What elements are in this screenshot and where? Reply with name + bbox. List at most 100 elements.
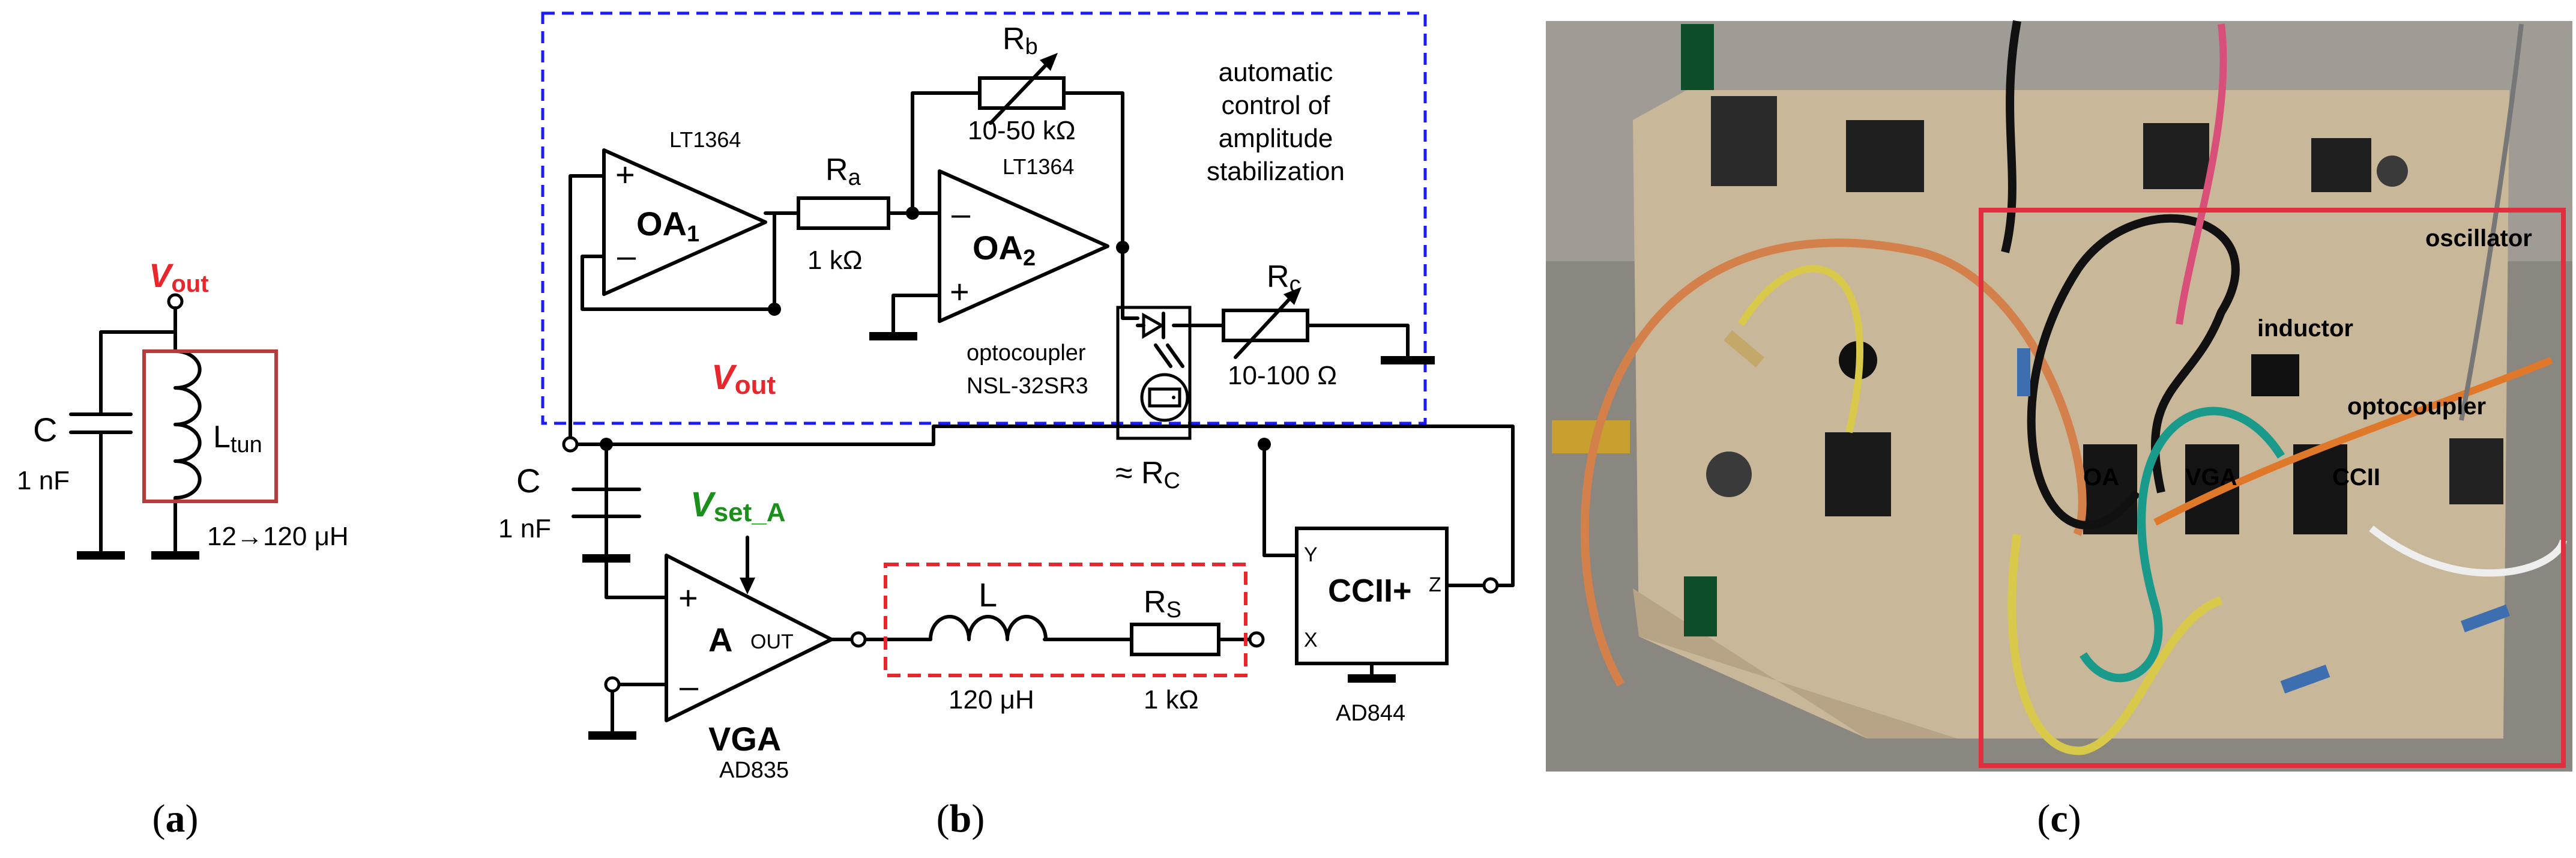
ccii-block <box>1295 527 1449 665</box>
panel-a-caption: (a) <box>152 797 199 841</box>
oscillator-frame <box>1979 208 2566 768</box>
rb-variable-arrow <box>989 55 1055 125</box>
ra-resistor <box>797 196 890 230</box>
wire-pink <box>2176 23 2227 325</box>
lrs-dashed-box <box>884 563 1247 677</box>
optocoupler-part: NSL-32SR3 <box>967 373 1088 399</box>
vga-minus: – <box>680 667 699 705</box>
ccii-x: X <box>1304 629 1318 651</box>
cap-can-1 <box>1681 24 1714 90</box>
ra-name: Ra <box>825 153 861 190</box>
wire-black-2 <box>2027 214 2240 530</box>
rs-name: RS <box>1144 585 1181 623</box>
chip-3 <box>2143 123 2209 189</box>
vset-label: Vset_A <box>690 485 786 527</box>
panel-c-caption: (c) <box>2037 797 2081 841</box>
rs-value: 1 kΩ <box>1144 685 1199 714</box>
oa2-opamp <box>938 169 1109 323</box>
junction-oa1-out <box>768 303 781 316</box>
chip-2 <box>1846 120 1924 192</box>
trimmer-2 <box>2377 156 2408 187</box>
wire-teal <box>2080 406 2285 683</box>
vga-plus: + <box>678 579 698 617</box>
cap-can-2 <box>1684 576 1717 636</box>
vga-part: AD835 <box>719 758 789 783</box>
rb-resistor <box>978 76 1066 110</box>
panel-b-caption: (b) <box>937 797 985 841</box>
ccii-z: Z <box>1429 573 1441 596</box>
wire-orange <box>1580 238 2087 687</box>
panel-b-inductor-coil <box>929 615 1048 641</box>
chip-5 <box>1825 432 1891 516</box>
photo-label-inductor: inductor <box>2257 315 2353 342</box>
resistor-blue-1 <box>2017 348 2030 396</box>
agc-text-line-1: automatic <box>1219 58 1333 87</box>
rs-resistor <box>1130 623 1220 656</box>
panel-b-vout-label: Vout <box>711 358 776 400</box>
wire-yellow <box>2007 534 2223 755</box>
panel-a-wires <box>99 306 177 557</box>
optocoupler-light-2 <box>1166 343 1184 368</box>
resistor-blue-2 <box>2280 664 2330 694</box>
panel-b-cap-name: C <box>516 462 540 500</box>
junction-ra-rb <box>906 207 919 220</box>
junction-oa2-out <box>1116 241 1129 254</box>
rc-value: 10-100 Ω <box>1228 361 1337 390</box>
agc-text-line-2: control of <box>1222 91 1331 120</box>
node-ccii-z <box>1482 577 1499 594</box>
vset-arrow-head <box>740 578 755 594</box>
panel-a-vout-label: Vout <box>149 256 209 297</box>
oa2-part: LT1364 <box>1003 154 1074 179</box>
rb-name: Rb <box>1003 22 1038 59</box>
ccii-part: AD844 <box>1336 701 1405 726</box>
junction-cap-top <box>600 438 613 451</box>
panel-b: automatic control of amplitude stabiliza… <box>498 11 1515 841</box>
chip-1 <box>1711 96 1777 186</box>
photo-label-ccii: CCII <box>2332 464 2380 491</box>
rc-name: Rc <box>1267 259 1301 297</box>
oa1-opamp <box>602 148 767 296</box>
photo-label-oa: OA <box>2083 464 2119 491</box>
panel-a-inductor-coil <box>173 349 202 500</box>
ccii-name: CCII+ <box>1328 573 1412 609</box>
panel-a-ind-range: 12→120 μH <box>207 522 349 551</box>
node-vga-minus <box>604 676 621 693</box>
oa1-minus: – <box>617 237 636 274</box>
rb-arrow-head <box>1040 53 1058 71</box>
photo-label-oscillator: oscillator <box>2425 225 2532 252</box>
agc-text-line-4: stabilization <box>1207 157 1345 186</box>
trimmer-1 <box>1706 452 1752 497</box>
optocoupler-led <box>1142 312 1165 339</box>
resistor-blue-3 <box>2460 604 2511 633</box>
node-left-bus <box>562 436 579 453</box>
wire-yellow-2 <box>1737 265 1863 434</box>
vga-amplifier <box>665 554 833 722</box>
wire-black-1 <box>2001 20 2021 253</box>
panel-a-vout-node <box>167 293 184 310</box>
chip-4 <box>2311 138 2371 192</box>
optocoupler-wires <box>1136 324 1175 399</box>
ccii-y: Y <box>1304 543 1318 566</box>
panel-a-inductor-frame <box>142 349 278 503</box>
panel-a-cap-name: C <box>33 411 57 449</box>
vga-out-label: OUT <box>750 630 794 653</box>
chip-9 <box>2449 438 2503 504</box>
oa2-label: OA2 <box>973 229 1036 271</box>
panel-a-cap-value: 1 nF <box>17 466 70 495</box>
oa2-minus: – <box>952 195 971 232</box>
oa2-plus: + <box>950 273 970 310</box>
optocoupler-approx: ≈ RC <box>1115 456 1180 494</box>
optocoupler-light-1 <box>1154 343 1172 368</box>
panel-a-ind-name: Ltun <box>213 420 262 458</box>
wire-grey <box>2459 23 2524 421</box>
optocoupler-label: optocoupler <box>967 340 1086 366</box>
panel-b-ind-name: L <box>979 576 997 614</box>
panel-c: oscillator inductor optocoupler OA VGA C… <box>1546 20 2572 841</box>
oa1-label: OA1 <box>636 205 699 247</box>
junction-main-node <box>1258 438 1271 451</box>
optocoupler-frame <box>1116 306 1192 440</box>
panel-a: Vout C 1 nF Ltun 12→120 μH (a) <box>17 256 349 841</box>
vga-letter: A <box>708 621 732 659</box>
wire-orange-2 <box>2153 357 2553 526</box>
